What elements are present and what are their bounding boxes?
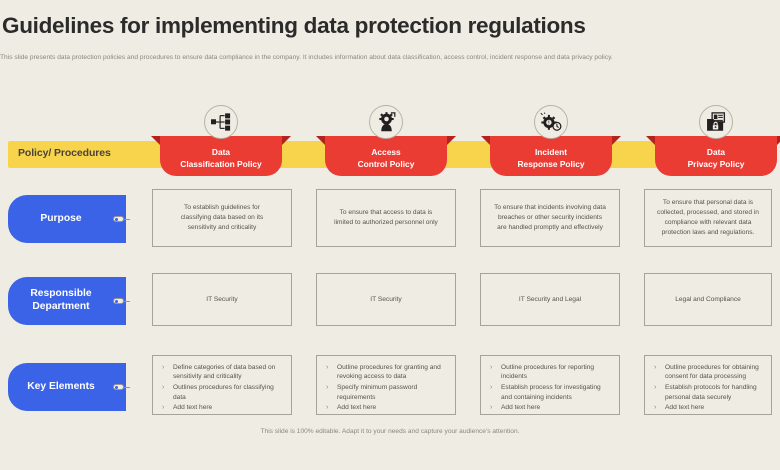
policy-banner-2-line2: Control Policy [357, 159, 415, 169]
row-label-key-elements-line1: Key Elements [27, 380, 95, 392]
cell-text-line: IT Security [206, 295, 238, 303]
cell-text-line: To ensure that access to data is [339, 209, 433, 217]
page-subtitle: This slide presents data protection poli… [0, 54, 613, 61]
list-item: Establish process for investigating and … [488, 383, 613, 402]
cell-key-elements-1: Define categories of data based on sensi… [152, 355, 292, 415]
policy-banner-3-line1: Incident [534, 147, 568, 158]
row-label-key-elements[interactable]: Key Elements [8, 363, 126, 411]
list-item: Outline procedures for obtaining consent… [652, 363, 765, 382]
cell-purpose-1: To establish guidelines for classifying … [152, 189, 292, 247]
list-item: Establish protocols for handling persona… [652, 383, 765, 402]
policy-banner-3-line2: Response Policy [517, 159, 585, 169]
cell-key-elements-2: Outline procedures for granting and revo… [316, 355, 456, 415]
connector-key-elements [113, 383, 131, 391]
policy-banner-3[interactable]: Incident Response Policy [490, 136, 612, 176]
row-label-responsible-department[interactable]: Responsible Department [8, 277, 126, 325]
connector-responsible-department [113, 297, 131, 305]
row-label-purpose[interactable]: Purpose [8, 195, 126, 243]
cell-text-line: classifying data based on its [180, 214, 264, 222]
cell-text-line: limited to authorized personnel only [334, 219, 438, 226]
cell-department-4: Legal and Compliance [644, 273, 772, 326]
cell-text-line: IT Security and Legal [518, 295, 582, 303]
policy-banner-1-line2: Classification Policy [180, 159, 262, 169]
list-item: Outline procedures for reporting inciden… [488, 363, 613, 382]
policy-banner-1-line1: Data [211, 147, 231, 158]
list-item: Add text here [160, 403, 285, 413]
gear-clock-alert-icon: ! [534, 105, 568, 139]
connector-purpose [113, 215, 131, 223]
policy-banner-2[interactable]: Access Control Policy [325, 136, 447, 176]
cell-key-elements-3: Outline procedures for reporting inciden… [480, 355, 620, 415]
page-title: Guidelines for implementing data protect… [2, 13, 586, 38]
cell-text-line: To ensure that personal data is [662, 199, 754, 207]
cell-purpose-4: To ensure that personal data is collecte… [644, 189, 772, 247]
cell-department-3: IT Security and Legal [480, 273, 620, 326]
list-item: Outlines procedures for classifying data [160, 383, 285, 402]
cell-text-line: sensitivity and criticality [187, 223, 257, 231]
row-label-department-line1: Responsible [30, 288, 92, 300]
cell-text-line: compliance with relevant data [664, 219, 752, 226]
list-item: Add text here [488, 403, 613, 413]
list-item: Outline procedures for granting and revo… [324, 363, 449, 382]
cell-department-1: IT Security [152, 273, 292, 326]
cell-text-line: protection laws and regulations. [661, 228, 755, 236]
slide-footer-note: This slide is 100% editable. Adapt it to… [260, 428, 520, 435]
cell-text-line: are handled promptly and effectively [497, 223, 603, 231]
list-item: Define categories of data based on sensi… [160, 363, 285, 382]
cell-department-2: IT Security [316, 273, 456, 326]
cell-text-line: collected, processed, and stored in [657, 209, 759, 217]
list-item: Add text here [652, 403, 765, 413]
policy-banner-4-line2: Privacy Policy [687, 159, 745, 169]
row-label-purpose-line1: Purpose [40, 212, 82, 224]
policy-banner-4[interactable]: Data Privacy Policy [655, 136, 777, 176]
policy-banner-1[interactable]: Data Classification Policy [160, 136, 282, 176]
cell-text-line: breaches or other security incidents [497, 214, 603, 222]
policy-banner-4-line1: Data [706, 147, 726, 158]
cell-text-line: IT Security [370, 295, 402, 303]
cell-text-line: To ensure that incidents involving data [494, 204, 606, 212]
row-label-department-line2: Department [32, 301, 90, 312]
cell-text-line: Legal and Compliance [675, 295, 741, 303]
hierarchy-icon [204, 105, 238, 139]
policy-banner-2-line1: Access [371, 147, 401, 158]
gear-head-icon [369, 105, 403, 139]
policy-band-label: Policy/ Procedures [18, 147, 111, 159]
svg-text:!: ! [548, 120, 550, 126]
list-item: Add text here [324, 403, 449, 413]
cell-purpose-2: To ensure that access to data is limited… [316, 189, 456, 247]
list-item: Specify minimum password requirements [324, 383, 449, 402]
cell-purpose-3: To ensure that incidents involving data … [480, 189, 620, 247]
cell-key-elements-4: Outline procedures for obtaining consent… [644, 355, 772, 415]
secure-folder-id-icon [699, 105, 733, 139]
cell-text-line: To establish guidelines for [184, 204, 260, 212]
